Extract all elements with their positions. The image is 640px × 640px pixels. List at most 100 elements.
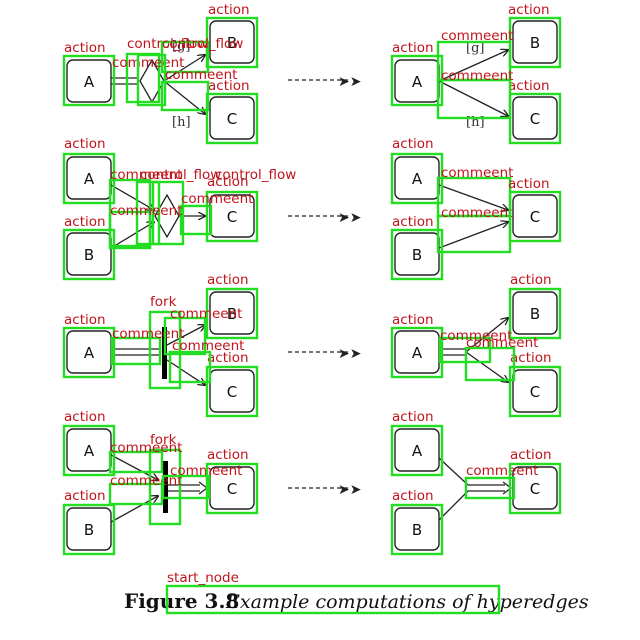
annotation-box-action bbox=[62, 228, 116, 281]
annotation-box-action bbox=[62, 503, 116, 556]
annotation-label-comment: commeent bbox=[440, 328, 512, 344]
annotation-box-comment bbox=[108, 210, 152, 250]
annotation-label-action: action bbox=[64, 40, 106, 56]
annotation-label-action: action bbox=[207, 174, 249, 190]
svg-text:B: B bbox=[227, 34, 237, 52]
annotation-box-action bbox=[508, 190, 562, 243]
annotation-label-comment: commeent bbox=[181, 191, 253, 207]
annotation-label-action: action bbox=[208, 2, 250, 18]
node-b: B bbox=[66, 507, 112, 551]
node-c: C bbox=[512, 96, 558, 140]
node-a: A bbox=[394, 428, 440, 472]
annotation-label-comment: commeent bbox=[466, 335, 538, 351]
node-a: A bbox=[66, 428, 112, 472]
row-2-right: A B C bbox=[394, 156, 558, 276]
node-b: B bbox=[394, 232, 440, 276]
annotation-box-control-flow bbox=[160, 40, 210, 74]
svg-text:B: B bbox=[227, 305, 237, 323]
annotation-box-action bbox=[205, 287, 259, 340]
annotation-label-action: action bbox=[207, 350, 249, 366]
annotation-label-comment: commeent bbox=[170, 306, 242, 322]
node-a: A bbox=[66, 59, 112, 103]
annotation-label-action: action bbox=[392, 40, 434, 56]
row-2-transform-arrow: ➤➤ bbox=[288, 210, 362, 226]
annotation-label-control-flow: control_flow bbox=[162, 36, 243, 52]
svg-text:A: A bbox=[412, 170, 423, 188]
annotation-label-control-flow: control_flow bbox=[127, 36, 208, 52]
annotation-label-comment: commeent bbox=[441, 205, 513, 221]
row-4-right: A B C bbox=[394, 428, 558, 551]
svg-text:A: A bbox=[412, 344, 423, 362]
annotation-label-comment: commeent bbox=[110, 167, 182, 183]
annotation-box-action bbox=[62, 54, 116, 107]
annotation-label-control-flow: control_flow bbox=[215, 167, 296, 183]
row-3-left: A B C bbox=[66, 291, 255, 413]
annotation-box-action bbox=[390, 503, 444, 556]
node-a: A bbox=[394, 156, 440, 200]
annotation-box-action bbox=[508, 462, 562, 515]
svg-text:B: B bbox=[84, 521, 94, 539]
annotation-label-fork: fork bbox=[150, 432, 177, 448]
svg-text:A: A bbox=[412, 442, 423, 460]
annotation-label-action: action bbox=[510, 447, 552, 463]
annotation-label-action: action bbox=[508, 78, 550, 94]
annotation-label-comment: commeent bbox=[165, 67, 237, 83]
annotation-box-comment bbox=[436, 214, 512, 254]
svg-text:A: A bbox=[84, 344, 95, 362]
annotation-box-action bbox=[62, 152, 116, 205]
node-b: B bbox=[512, 20, 558, 64]
annotation-label-action: action bbox=[392, 312, 434, 328]
annotation-label-fork: fork bbox=[150, 294, 177, 310]
row-1-left: A [g] [h] B C bbox=[66, 20, 255, 140]
annotation-label-comment: commeent bbox=[112, 55, 184, 71]
node-b: B bbox=[394, 507, 440, 551]
svg-text:C: C bbox=[530, 110, 540, 128]
annotation-box-action bbox=[62, 424, 116, 477]
node-b: B bbox=[209, 291, 255, 335]
node-a: A bbox=[394, 59, 440, 103]
guard-g: [g] bbox=[466, 41, 484, 56]
node-b: B bbox=[66, 232, 112, 276]
annotation-label-comment: commeent bbox=[441, 28, 513, 44]
annotation-box-fork bbox=[148, 310, 182, 390]
row-2-left: A B C bbox=[66, 156, 255, 276]
annotation-box-action bbox=[205, 462, 259, 515]
svg-text:C: C bbox=[530, 480, 540, 498]
annotation-label-action: action bbox=[64, 409, 106, 425]
svg-text:C: C bbox=[227, 480, 237, 498]
svg-text:C: C bbox=[227, 383, 237, 401]
svg-text:B: B bbox=[412, 521, 422, 539]
annotation-label-action: action bbox=[207, 447, 249, 463]
annotation-box-action bbox=[390, 326, 444, 379]
node-a: A bbox=[394, 330, 440, 374]
annotation-box-action bbox=[62, 326, 116, 379]
annotation-box-action bbox=[205, 92, 259, 145]
caption-number: Figure 3.8 bbox=[124, 589, 239, 613]
annotation-label-action: action bbox=[508, 176, 550, 192]
row-4-left: A B C bbox=[66, 428, 255, 551]
node-c: C bbox=[512, 369, 558, 413]
annotation-label-action: action bbox=[207, 272, 249, 288]
annotation-box-action bbox=[390, 228, 444, 281]
annotation-label-start-node: start_node bbox=[167, 570, 239, 586]
annotation-box-comment bbox=[160, 80, 210, 112]
annotation-label-action: action bbox=[64, 312, 106, 328]
annotation-label-comment: commeent bbox=[112, 326, 184, 342]
annotation-box-action bbox=[390, 424, 444, 477]
svg-text:B: B bbox=[530, 34, 540, 52]
annotation-box-control-flow bbox=[136, 53, 167, 107]
row-3-transform-arrow: ➤➤ bbox=[288, 346, 362, 362]
svg-text:B: B bbox=[412, 246, 422, 264]
svg-text:A: A bbox=[412, 73, 423, 91]
annotation-box-control-flow bbox=[151, 180, 185, 246]
annotation-label-action: action bbox=[64, 214, 106, 230]
svg-text:C: C bbox=[227, 110, 237, 128]
guard-h: [h] bbox=[172, 115, 191, 130]
annotation-label-comment: commeent bbox=[110, 203, 182, 219]
svg-text:A: A bbox=[84, 442, 95, 460]
svg-text:➤➤: ➤➤ bbox=[338, 346, 362, 362]
annotation-label-action: action bbox=[510, 350, 552, 366]
annotation-box-fork bbox=[148, 448, 182, 526]
